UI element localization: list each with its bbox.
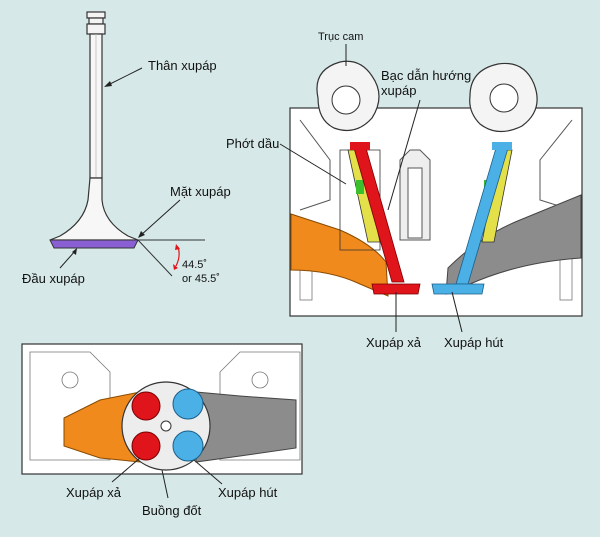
- label-phot-dau: Phớt dầu: [226, 136, 279, 151]
- spark-plug-hole: [160, 420, 172, 432]
- label-buong-dot: Buồng đốt: [142, 503, 202, 518]
- valve-face: [49, 239, 139, 249]
- angle-arc: [175, 246, 180, 267]
- label-angle-2: or 45.5˚: [182, 273, 220, 285]
- exhaust-valve-1: [131, 391, 161, 421]
- label-bac-dan-huong-2: xupáp: [381, 83, 416, 98]
- intake-valve-2: [172, 430, 204, 462]
- cylinder-head-section: [279, 44, 583, 333]
- exhaust-valve-2: [131, 431, 161, 461]
- label-mat-xupap: Mặt xupáp: [170, 184, 231, 199]
- seal-exhaust: [356, 180, 364, 194]
- label-xupap-xa-bottom: Xupáp xả: [66, 485, 122, 500]
- label-angle-1: 44.5˚: [182, 259, 207, 271]
- intake-valve-1: [172, 388, 204, 420]
- valve-head: [49, 177, 139, 241]
- label-xupap-xa-top: Xupáp xả: [366, 335, 422, 350]
- combustion-chamber-view: [21, 343, 303, 499]
- label-truc-cam: Trục cam: [318, 31, 363, 43]
- label-xupap-hut-top: Xupáp hút: [444, 335, 504, 350]
- label-xupap-hut-bottom: Xupáp hút: [218, 485, 278, 500]
- label-bac-dan-huong-1: Bạc dẫn hướng: [381, 68, 471, 83]
- label-dau-xupap: Đầu xupáp: [22, 271, 85, 286]
- valve-illustration: [49, 11, 205, 277]
- label-than-xupap: Thân xupáp: [148, 58, 217, 73]
